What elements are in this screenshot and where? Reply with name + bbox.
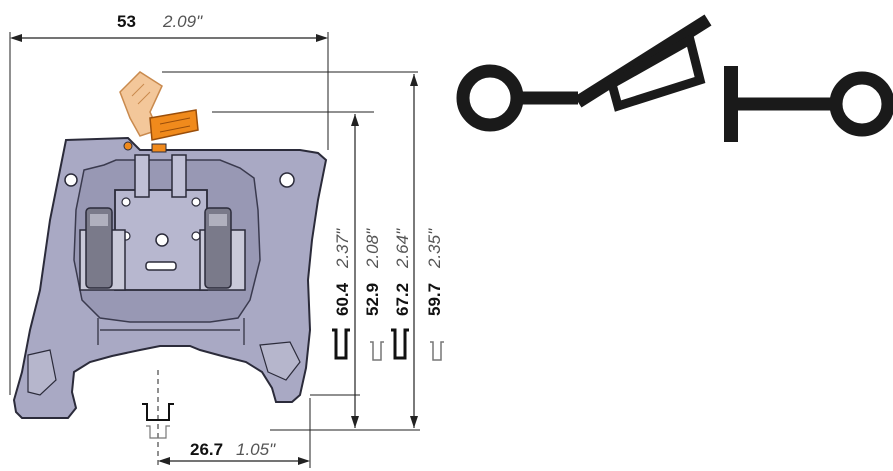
disconnect-terminal-block-drawing: [12, 136, 328, 419]
offset-dimension: 26.7 1.05": [142, 370, 311, 468]
height4-inch-label: 2.35": [425, 228, 444, 269]
height-dimensions: 60.4 2.37" 52.9 2.08" 67.2 2.64" 59.7 2.…: [162, 71, 444, 431]
right-clamp: [199, 207, 246, 291]
width-inch-label: 2.09": [162, 12, 203, 31]
disconnect-switch-symbol: [456, 14, 893, 142]
height3-inch-label: 2.64": [393, 228, 412, 269]
left-foot-latch: [27, 349, 57, 396]
right-bridge-post: [171, 154, 187, 198]
din-rail-profile-icon: [142, 403, 174, 421]
offset-inch-label: 1.05": [236, 440, 276, 459]
right-terminal-circle: [829, 71, 893, 137]
din-rail-profile-icon: [146, 425, 170, 439]
mounting-hole-right: [279, 172, 295, 188]
width-metric-label: 53: [117, 12, 136, 31]
din-rail-profile-icon: [430, 341, 444, 361]
disconnect-lever-closed: [149, 109, 199, 141]
height1-metric-label: 60.4: [333, 282, 352, 316]
indicator-dot: [123, 141, 133, 151]
height2-inch-label: 2.08": [363, 228, 382, 269]
bridge-rivet: [191, 197, 201, 207]
din-rail-profile-icon: [391, 328, 409, 360]
lever-pivot: [151, 143, 167, 153]
offset-metric-label: 26.7: [190, 440, 223, 459]
bridge-screw-hole: [155, 233, 169, 247]
switch-blade: [574, 14, 712, 108]
height4-metric-label: 59.7: [425, 283, 444, 316]
mounting-hole-left: [64, 173, 78, 187]
bridge-rivet: [121, 197, 131, 207]
bridge-slot: [145, 261, 177, 271]
height2-metric-label: 52.9: [363, 283, 382, 316]
right-foot-latch: [259, 341, 301, 381]
din-rail-profile-icon: [370, 341, 384, 361]
left-bridge-post: [134, 154, 150, 198]
left-clamp: [79, 207, 126, 291]
height3-metric-label: 67.2: [393, 283, 412, 316]
switch-blade-outline: [606, 33, 706, 112]
din-rail-profile-icon: [332, 328, 350, 360]
left-terminal-circle: [456, 64, 524, 132]
bridge-rivet: [191, 231, 201, 241]
width-dimension: 53 2.09": [9, 12, 329, 395]
height1-inch-label: 2.37": [333, 228, 352, 269]
